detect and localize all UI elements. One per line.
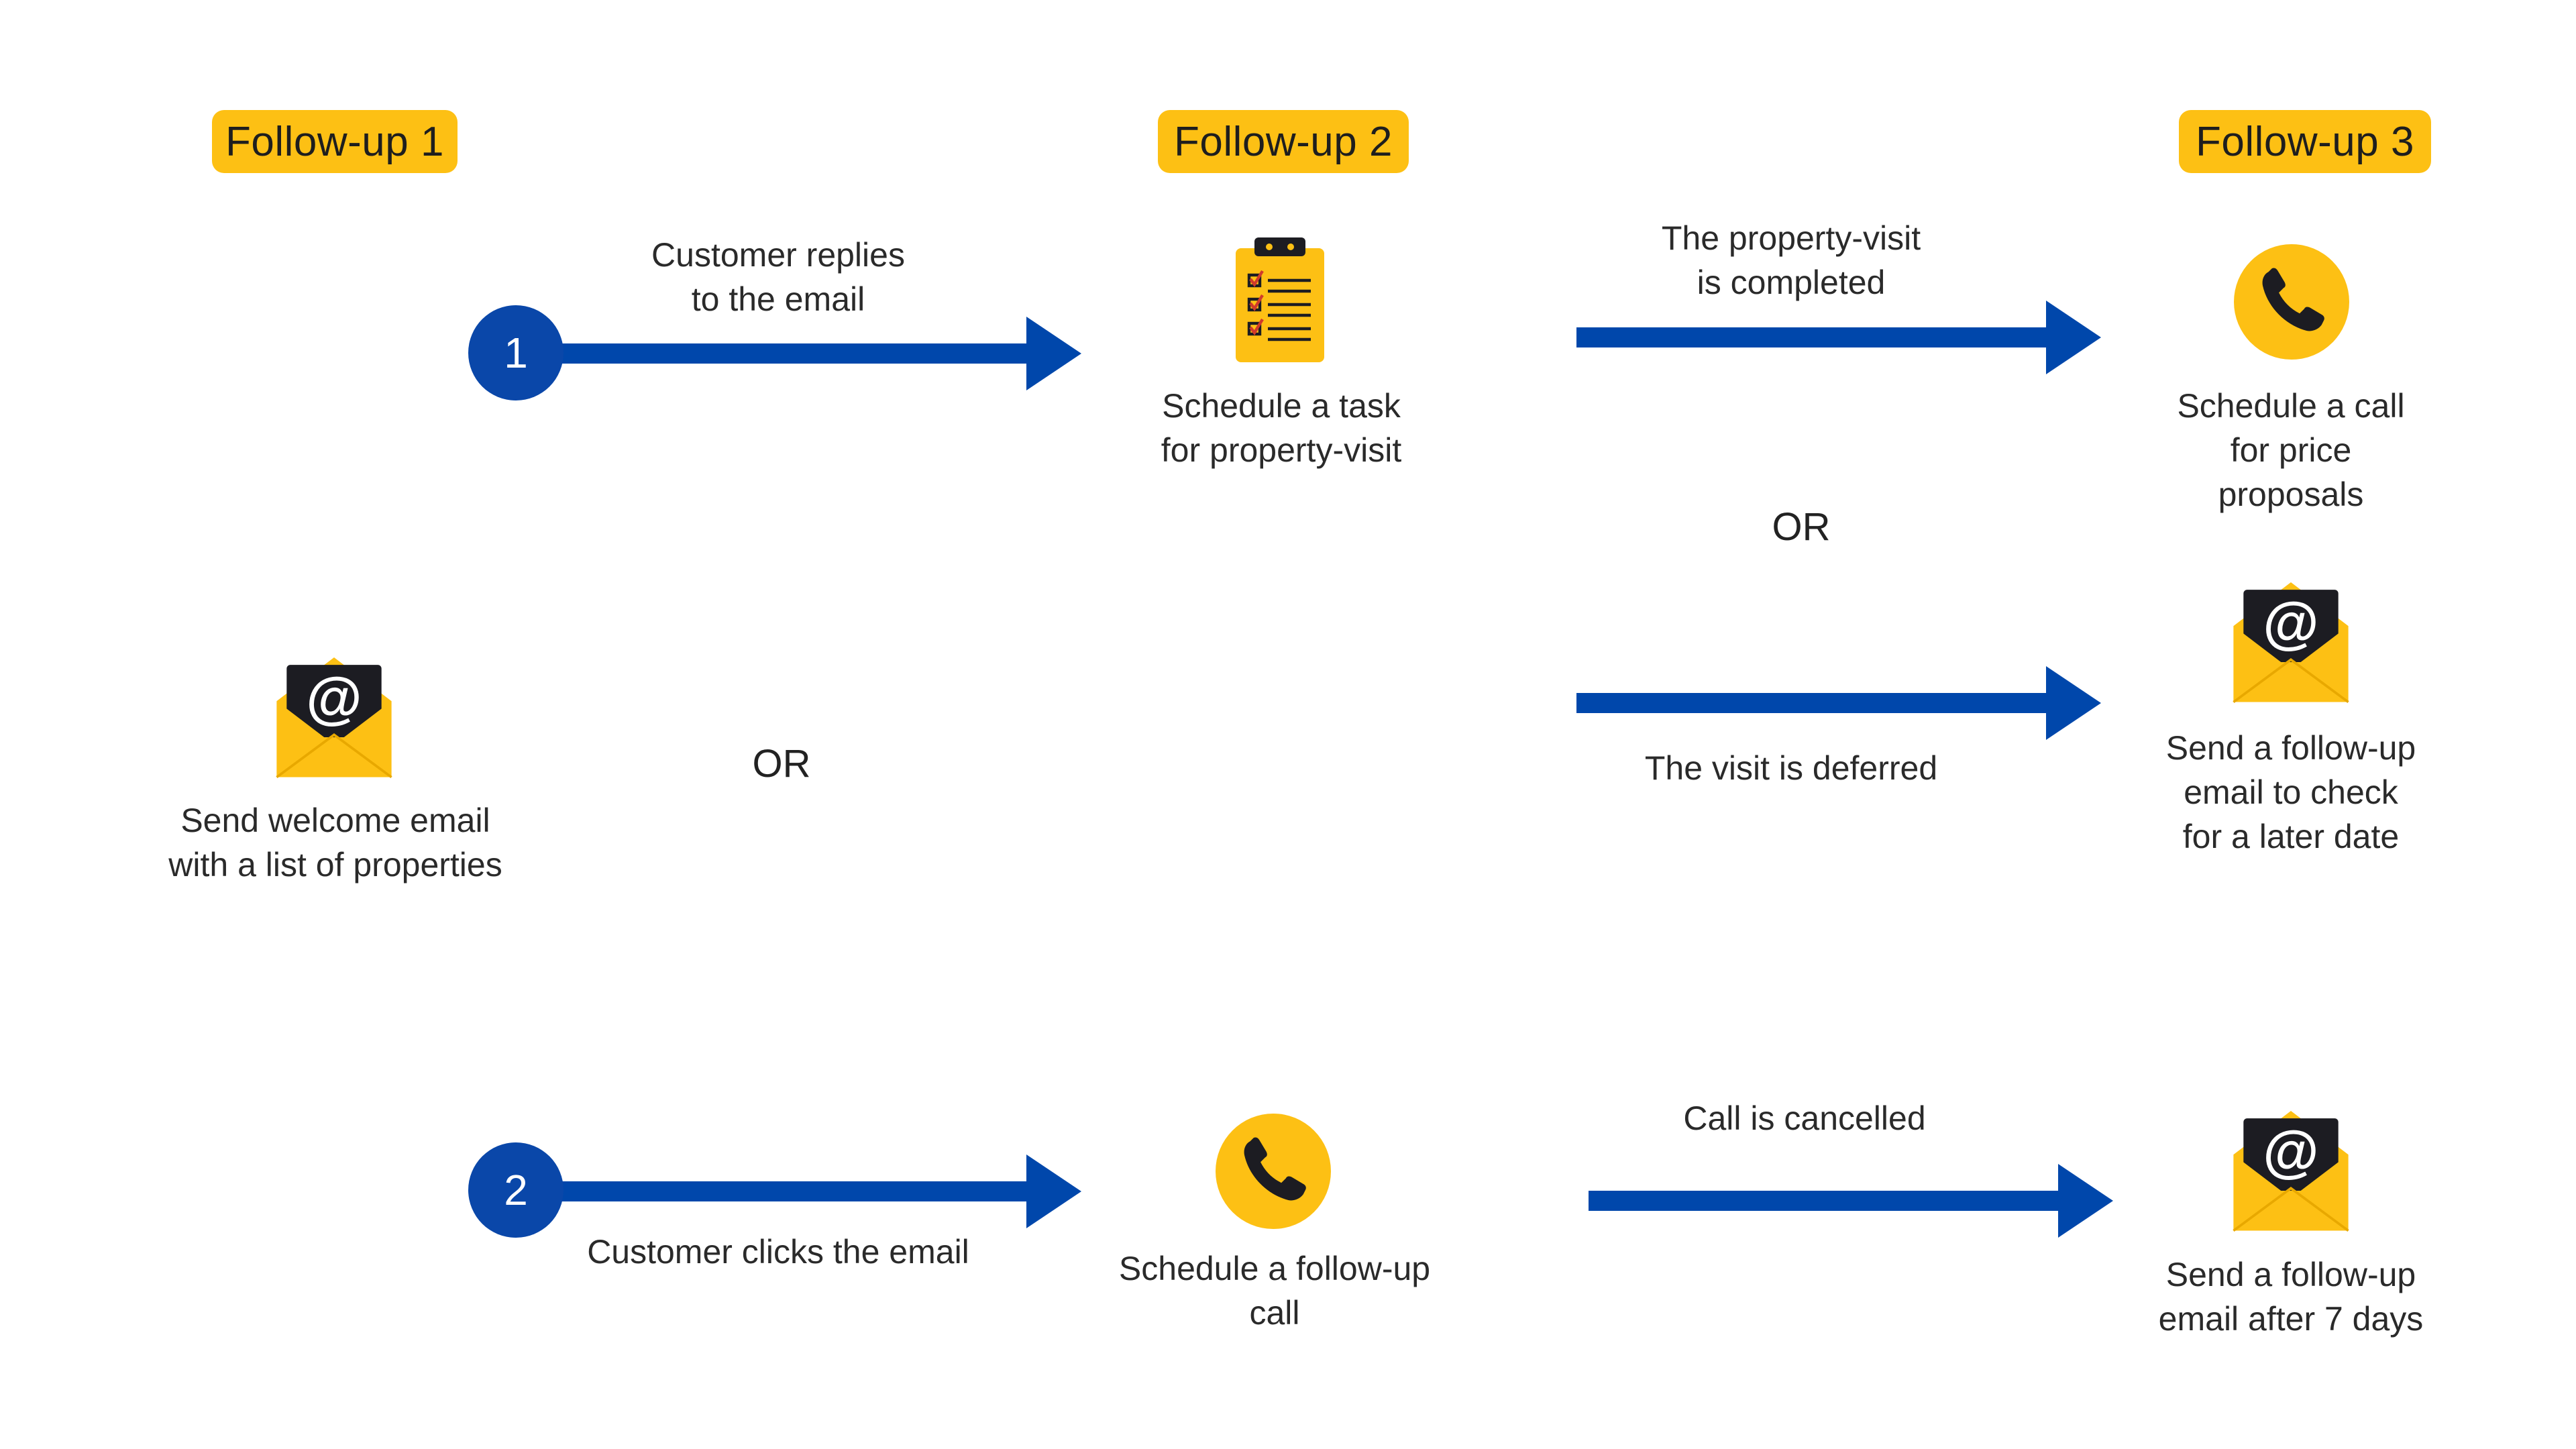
path-a-step3-label: Schedule a call for price proposals bbox=[2177, 387, 2405, 513]
or-label-middle: OR bbox=[752, 742, 811, 786]
branch-1-marker: 1 bbox=[468, 305, 564, 400]
email-at-icon: @ bbox=[2233, 582, 2349, 704]
phone-icon bbox=[1216, 1114, 1331, 1229]
header-followup-2: Follow-up 2 bbox=[1158, 110, 1409, 173]
path-b-trigger-label: The visit is deferred bbox=[1644, 749, 1938, 787]
header-followup-3: Follow-up 3 bbox=[2179, 110, 2431, 173]
branch2-step2-label: Schedule a follow-up call bbox=[1118, 1250, 1431, 1332]
branch2-path-trigger-label: Call is cancelled bbox=[1683, 1099, 1926, 1137]
email-at-icon: @ bbox=[2233, 1111, 2349, 1232]
start-label: Send welcome email with a list of proper… bbox=[168, 802, 502, 883]
branch2-trigger-label: Customer clicks the email bbox=[587, 1233, 969, 1271]
branch2-step3-label: Send a follow-up email after 7 days bbox=[2158, 1256, 2424, 1338]
arrow-branch1-to-task bbox=[557, 317, 1081, 390]
branch1-trigger-label: Customer replies to the email bbox=[651, 236, 905, 318]
branch-2-marker: 2 bbox=[468, 1142, 564, 1238]
svg-text:@: @ bbox=[2263, 591, 2318, 655]
email-at-icon: @ bbox=[276, 657, 392, 779]
header-followup-1: Follow-up 1 bbox=[212, 110, 458, 173]
arrow-branch2-to-call bbox=[557, 1155, 1081, 1228]
path-b-step3-label: Send a follow-up email to check for a la… bbox=[2165, 729, 2416, 855]
or-label-right: OR bbox=[1772, 505, 1831, 549]
clipboard-checklist-icon bbox=[1236, 237, 1324, 362]
arrow-visit-completed bbox=[1576, 301, 2101, 374]
svg-text:@: @ bbox=[306, 666, 362, 730]
arrow-call-cancelled bbox=[1589, 1164, 2113, 1238]
arrow-visit-deferred bbox=[1576, 666, 2101, 740]
svg-text:@: @ bbox=[2263, 1120, 2318, 1183]
branch1-step2-label: Schedule a task for property-visit bbox=[1161, 387, 1402, 469]
path-a-trigger-label: The property-visit is completed bbox=[1661, 219, 1921, 301]
phone-icon bbox=[2234, 244, 2349, 360]
